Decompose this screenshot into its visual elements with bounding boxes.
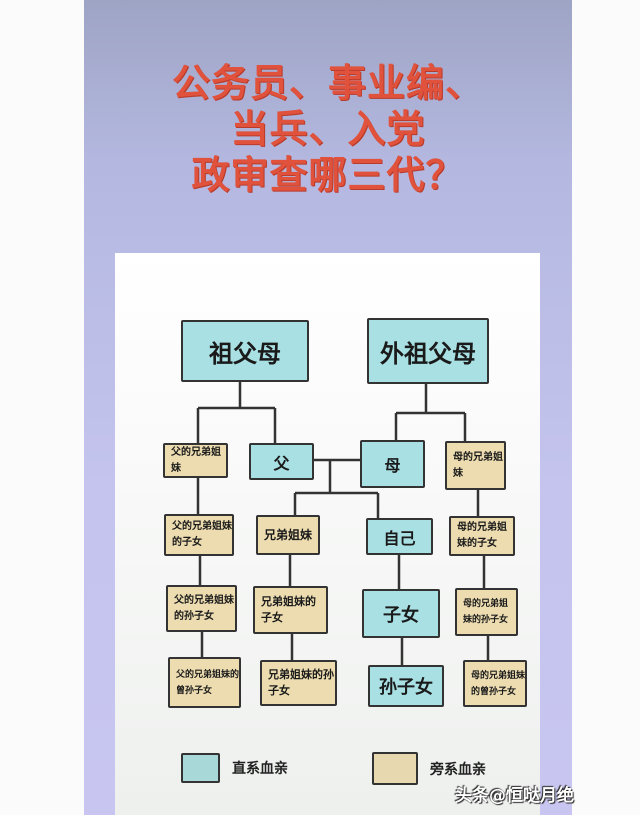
title-line-2: 当兵、入党 [230,107,426,151]
node-siblings-grandchildren: 兄弟姐妹的孙子女 [260,660,337,706]
line-right-column [476,490,490,660]
node-self: 自己 [366,518,433,555]
line-siblings-column [288,555,294,660]
node-maternal-grandparents: 外祖父母 [367,318,489,384]
node-mother-siblings-children: 母的兄弟姐妹的子女 [449,516,515,556]
line-parents [293,458,380,518]
legend-direct-swatch [181,753,220,783]
page-title: 公务员、事业编、 当兵、入党 政审查哪三代？ [84,60,572,198]
node-father: 父 [249,443,314,480]
node-siblings: 兄弟姐妹 [256,515,320,555]
node-father-siblings-great-grandchildren: 父的兄弟姐妹的曾孙子女 [168,657,241,708]
line-grandparents [196,382,277,443]
node-grandchildren: 孙子女 [368,665,444,707]
line-left-column [196,478,204,657]
line-maternal-grandparents [394,384,467,441]
node-mother-siblings-grandchildren: 母的兄弟姐妹的孙子女 [455,588,518,636]
legend-collateral-label: 旁系血亲 [430,762,486,778]
node-father-siblings: 父的兄弟姐妹 [163,443,228,478]
node-children: 子女 [362,589,440,638]
line-self-column [397,555,404,665]
legend-direct-label: 直系血亲 [232,761,288,777]
node-mother-siblings-great-grandchildren: 母的兄弟姐妹的曾孙子女 [463,660,527,707]
title-line-3: 政审查哪三代？ [191,153,465,197]
legend-collateral-swatch [372,752,418,785]
node-father-siblings-grandchildren: 父的兄弟姐妹的孙子女 [166,585,237,632]
node-mother: 母 [360,440,425,488]
node-father-siblings-children: 父的兄弟姐妹的子女 [164,514,234,556]
node-siblings-children: 兄弟姐妹的子女 [253,586,328,634]
watermark: 头条@恒哒月绝 [455,786,574,806]
node-mother-siblings: 母的兄弟姐妹 [445,441,506,490]
node-grandparents: 祖父母 [181,320,309,382]
title-line-1: 公务员、事业编、 [171,61,484,105]
